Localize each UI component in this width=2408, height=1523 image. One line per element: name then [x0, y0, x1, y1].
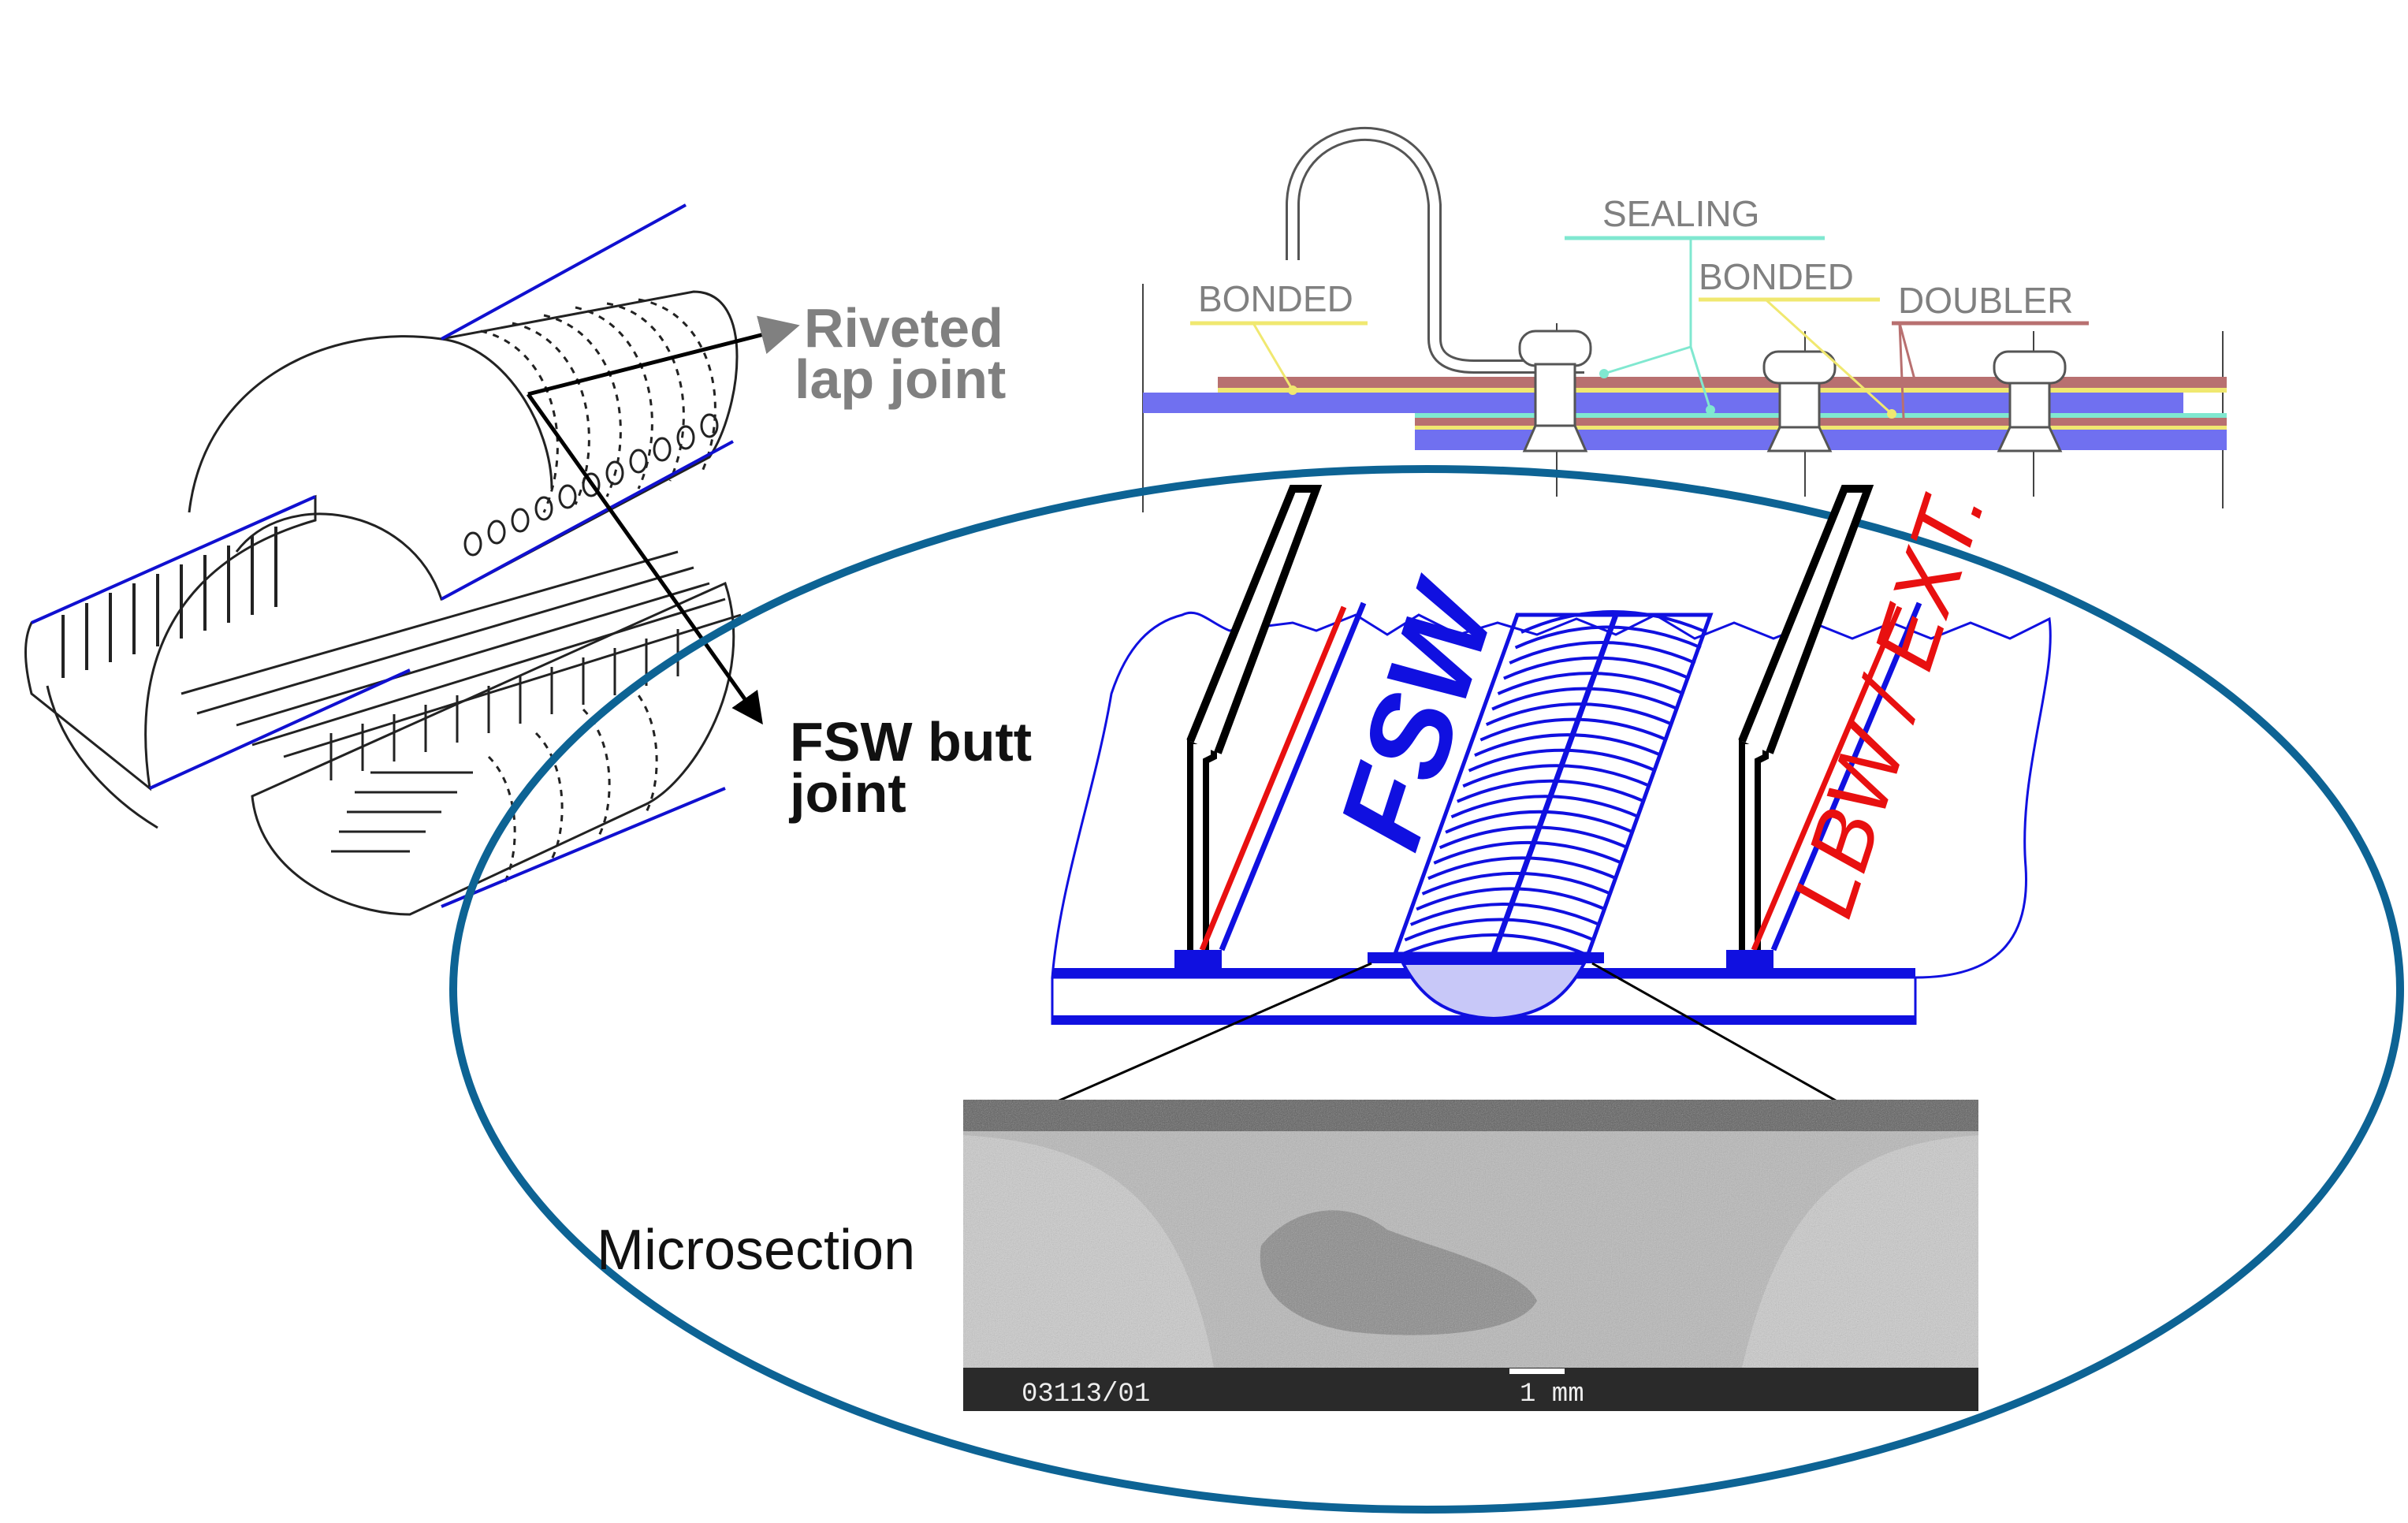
weld-ripple [1509, 641, 1696, 665]
doubler-label: DOUBLER [1898, 280, 2073, 321]
left-shell [24, 494, 317, 791]
weld-ripple [1421, 871, 1612, 896]
scale-bar-label: 1 mm [1520, 1380, 1584, 1409]
bonded-left-label: BONDED [1198, 278, 1353, 319]
weld-ripple [1485, 702, 1673, 726]
fsw-label-line2: joint [788, 762, 906, 824]
panel-outline [1051, 611, 2052, 979]
doubler-lower [1415, 418, 2227, 426]
riveted-label-line2: lap joint [795, 348, 1006, 410]
lower-shell [251, 581, 735, 916]
rivets [1518, 330, 2067, 452]
fuselage-drawing [24, 203, 742, 916]
weld-ripple [1468, 748, 1657, 773]
fsw-arrow [526, 393, 763, 725]
highlight-ellipse [449, 465, 2404, 1514]
weld-ripple [1514, 625, 1702, 650]
lap-joint-diagram: BONDED SEALING BONDED DOUBLER [1142, 126, 2227, 512]
weld-ripple [1450, 795, 1640, 819]
riveted-arrow [527, 315, 800, 397]
fsw-panel-drawing: FSW LBW / EXT. [992, 475, 2052, 1133]
micrograph: 03113/01 1 mm [963, 1100, 1978, 1411]
riveted-label-line1: Riveted [804, 297, 1003, 359]
weld-ripple [1520, 610, 1707, 634]
weld-ripple [1491, 687, 1680, 711]
weld-ripple [1416, 887, 1606, 911]
weld-ripple [1409, 902, 1601, 926]
weld-ripples [1398, 610, 1707, 957]
weld-ripple [1474, 733, 1662, 758]
weld-ripple [1462, 764, 1651, 788]
weld-ripple [1398, 933, 1589, 957]
weld-ripple [1457, 779, 1646, 803]
bonded-right-label: BONDED [1699, 256, 1854, 297]
weld-ripple [1503, 656, 1691, 680]
weld-ripple [1479, 717, 1668, 742]
weld-ripple [1445, 810, 1634, 834]
lbw-text: LBW / EXT. [1774, 475, 2004, 929]
sample-id: 03113/01 [1022, 1380, 1150, 1409]
microsection-label: Microsection [597, 1219, 915, 1282]
weld-ripple [1427, 856, 1617, 881]
sealing-label: SEALING [1602, 193, 1759, 234]
doubler-top [1218, 377, 2227, 388]
fsw-label-line1: FSW butt [790, 711, 1032, 773]
weld-ripple [1438, 825, 1628, 850]
weld-ripple [1433, 840, 1623, 865]
weld-ripple [1404, 918, 1595, 942]
weld-nugget [1400, 962, 1587, 1021]
weld-ripple [1497, 672, 1685, 695]
